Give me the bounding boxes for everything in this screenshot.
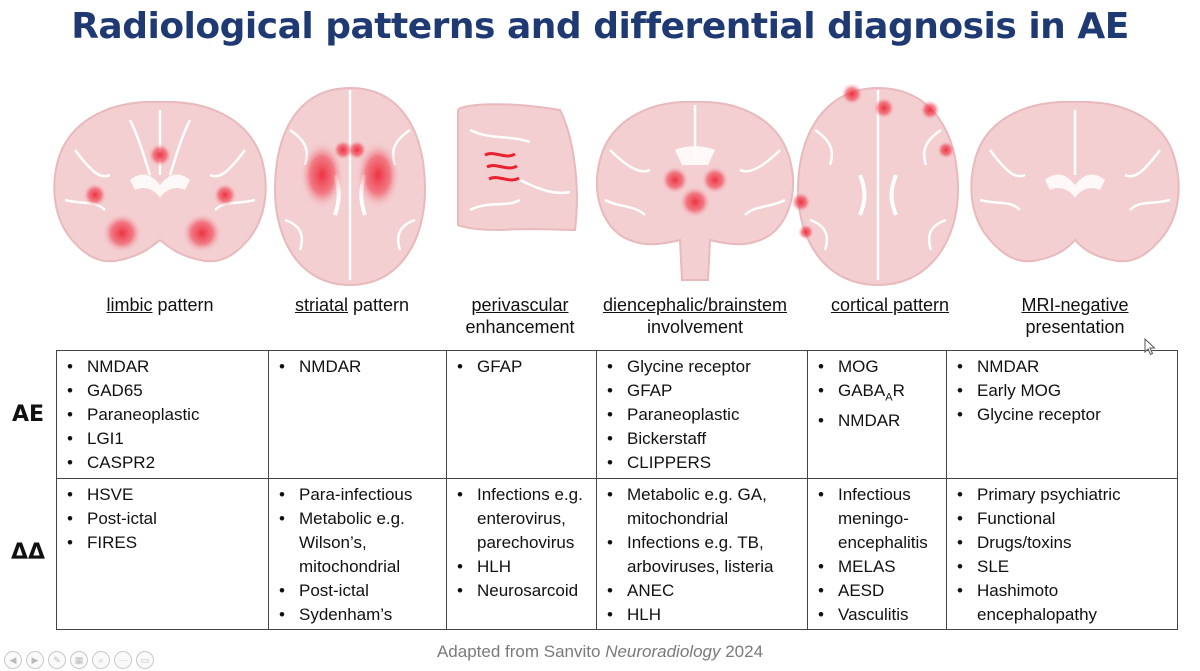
list-item: Para-infectious xyxy=(277,483,440,507)
list-item: MOG xyxy=(816,355,940,379)
list-item: CASPR2 xyxy=(65,451,262,475)
camera-icon[interactable]: ▭ xyxy=(136,651,154,669)
cell-dd-striatal: Para-infectiousMetabolic e.g. Wilson’s, … xyxy=(268,478,447,630)
cell-ae-perivascular: GFAP xyxy=(446,350,597,479)
cell-ae-cortical: MOG GABAAR NMDAR xyxy=(807,350,947,479)
differential-table: NMDARGAD65ParaneoplasticLGI1CASPR2 NMDAR… xyxy=(56,350,1178,630)
list-item: Glycine receptor xyxy=(955,403,1171,427)
brain-diencephalic-coronal xyxy=(596,100,794,281)
list-item: Metabolic e.g. Wilson’s, mitochondrial xyxy=(277,507,440,579)
list-item: Metabolic e.g. GA, mitochondrial xyxy=(605,483,801,531)
cell-dd-mri-negative: Primary psychiatricFunctionalDrugs/toxin… xyxy=(946,478,1178,630)
list-item: GAD65 xyxy=(65,379,262,403)
table-row-dd: HSVEPost-ictalFIRES Para-infectiousMetab… xyxy=(56,478,1178,630)
list-item: NMDAR xyxy=(65,355,262,379)
row-label-ae: AE xyxy=(11,402,45,427)
next-slide-icon[interactable]: ▶ xyxy=(26,651,44,669)
list-item: Primary psychiatric xyxy=(955,483,1171,507)
list-item: MELAS xyxy=(816,555,940,579)
zoom-icon[interactable]: ⌕ xyxy=(92,651,110,669)
list-item: LGI1 xyxy=(65,427,262,451)
list-item: HLH xyxy=(455,555,590,579)
list-item: Infectious meningo-encephalitis xyxy=(816,483,940,555)
list-item: Hashimoto encephalopathy xyxy=(955,579,1171,627)
list-item: FIRES xyxy=(65,531,262,555)
mouse-cursor-icon xyxy=(1144,338,1156,356)
list-item: Paraneoplastic xyxy=(605,403,801,427)
list-item: Functional xyxy=(955,507,1171,531)
brain-cortical-axial xyxy=(791,83,960,287)
list-item: Glycine receptor xyxy=(605,355,801,379)
slide-title: Radiological patterns and differential d… xyxy=(71,6,1129,47)
presentation-toolbar: ◀ ▶ ✎ ▦ ⌕ ⋯ ▭ xyxy=(4,651,154,669)
brain-perivascular-section xyxy=(457,103,578,232)
list-item: Drugs/toxins xyxy=(955,531,1171,555)
list-item: GFAP xyxy=(605,379,801,403)
brain-striatal-axial xyxy=(273,86,427,287)
cell-dd-diencephalic: Metabolic e.g. GA, mitochondrialInfectio… xyxy=(596,478,808,630)
list-item: Neurosarcoid xyxy=(455,579,590,603)
cell-ae-striatal: NMDAR xyxy=(268,350,447,479)
list-item: GFAP xyxy=(455,355,590,379)
label-cortical: cortical pattern xyxy=(830,295,950,315)
list-item: AESD xyxy=(816,579,940,603)
list-item: NMDAR xyxy=(816,409,940,433)
pen-icon[interactable]: ✎ xyxy=(48,651,66,669)
list-item: Infections e.g. enterovirus, parechoviru… xyxy=(455,483,590,555)
list-item: NMDAR xyxy=(277,355,440,379)
list-item: Vasculitis xyxy=(816,603,940,627)
list-item: HSVE xyxy=(65,483,262,507)
more-icon[interactable]: ⋯ xyxy=(114,651,132,669)
label-limbic: limbic pattern xyxy=(106,295,214,315)
cell-ae-diencephalic: Glycine receptorGFAPParaneoplasticBicker… xyxy=(596,350,808,479)
row-label-dd: ΔΔ xyxy=(10,540,46,565)
previous-slide-icon[interactable]: ◀ xyxy=(4,651,22,669)
list-item: SLE xyxy=(955,555,1171,579)
brain-limbic-coronal xyxy=(53,100,267,263)
list-item: Early MOG xyxy=(955,379,1171,403)
list-item: Paraneoplastic xyxy=(65,403,262,427)
cell-dd-limbic: HSVEPost-ictalFIRES xyxy=(56,478,269,630)
cell-ae-mri-negative: NMDAREarly MOGGlycine receptor xyxy=(946,350,1178,479)
cell-dd-cortical: Infectious meningo-encephalitisMELASAESD… xyxy=(807,478,947,630)
cell-ae-limbic: NMDARGAD65ParaneoplasticLGI1CASPR2 xyxy=(56,350,269,479)
list-item: GABAAR xyxy=(816,379,940,409)
list-item: HLH xyxy=(605,603,801,627)
label-striatal: striatal pattern xyxy=(294,295,410,315)
list-item: Post-ictal xyxy=(277,579,440,603)
brain-mri-negative-coronal xyxy=(970,100,1180,263)
list-item: Sydenham’s xyxy=(277,603,440,627)
list-item: Post-ictal xyxy=(65,507,262,531)
list-item: NMDAR xyxy=(955,355,1171,379)
list-item: CLIPPERS xyxy=(605,451,801,475)
source-caption: Adapted from Sanvito Neuroradiology 2024 xyxy=(436,642,764,661)
slides-icon[interactable]: ▦ xyxy=(70,651,88,669)
list-item: Bickerstaff xyxy=(605,427,801,451)
list-item: Infections e.g. TB, arboviruses, listeri… xyxy=(605,531,801,579)
brain-illustrations xyxy=(53,83,1180,287)
table-row-ae: NMDARGAD65ParaneoplasticLGI1CASPR2 NMDAR… xyxy=(56,350,1178,479)
cell-dd-perivascular: Infections e.g. enterovirus, parechoviru… xyxy=(446,478,597,630)
list-item: ANEC xyxy=(605,579,801,603)
